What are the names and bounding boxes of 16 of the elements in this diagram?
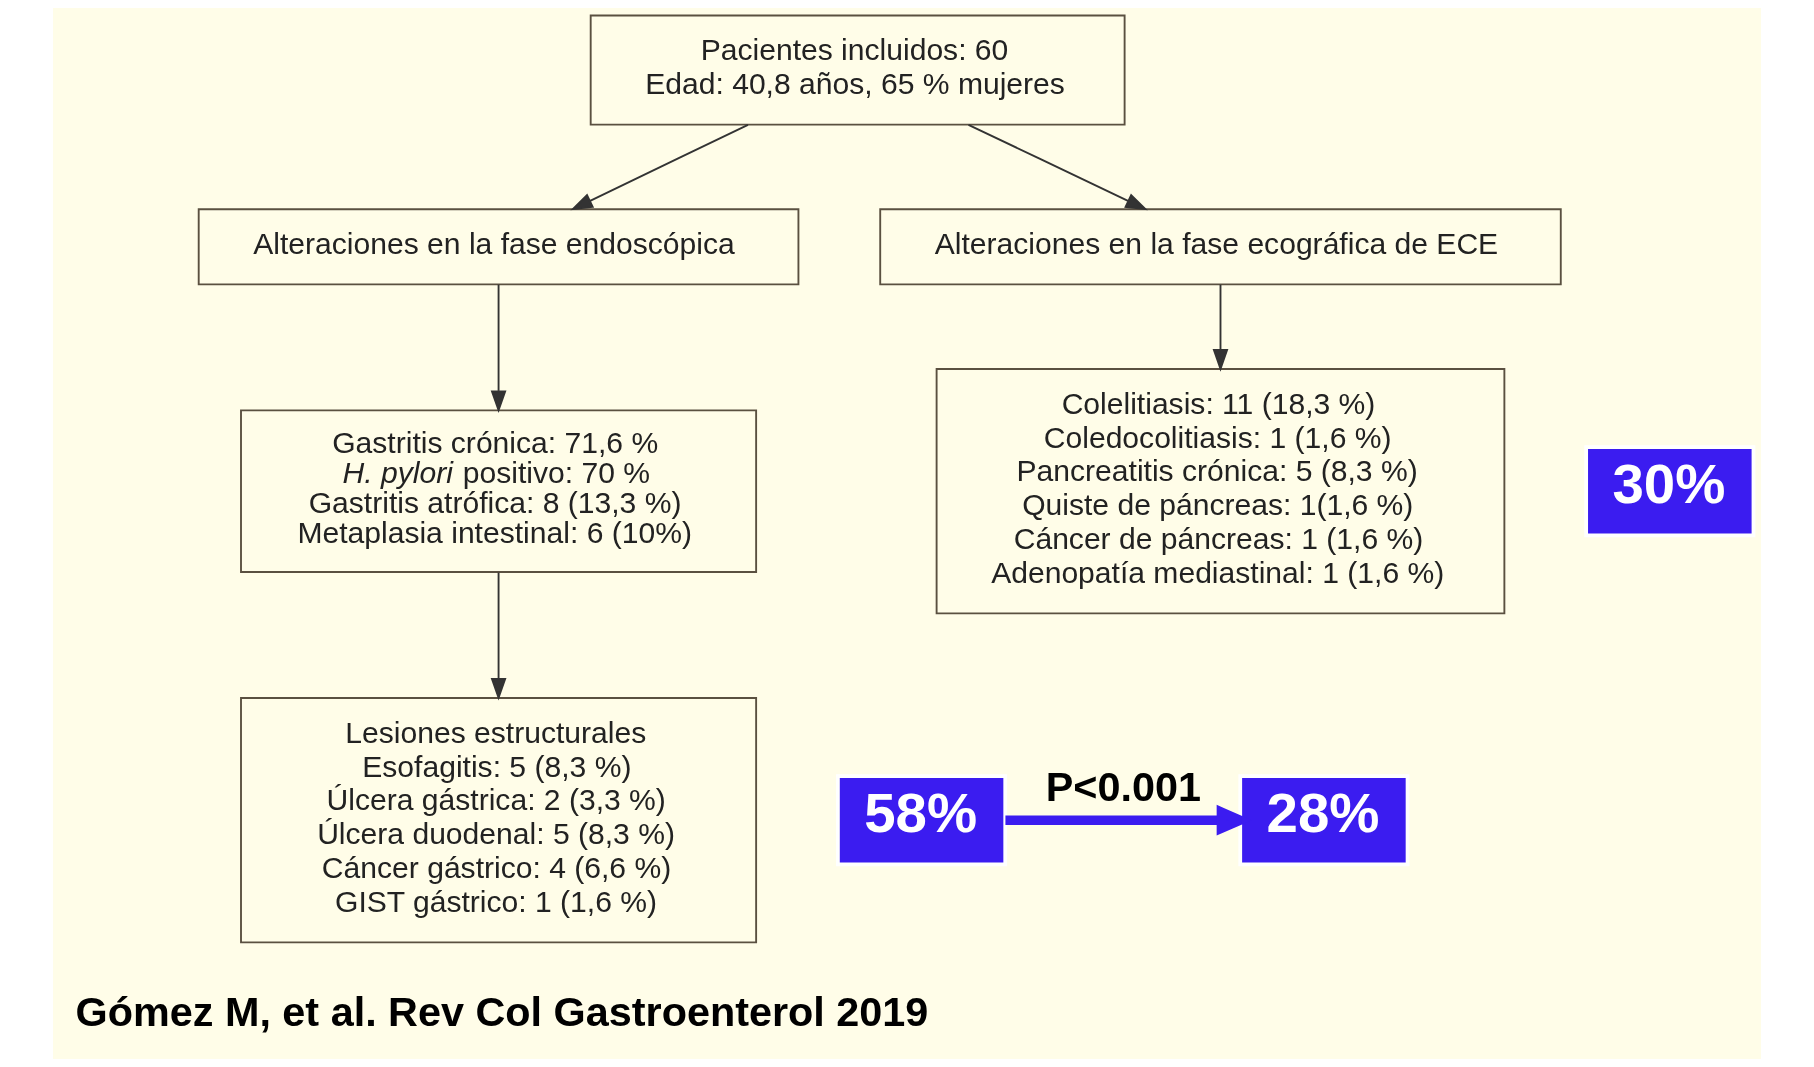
label: Gómez M, et al. Rev Col Gastroenterol 2019 [75, 989, 929, 1036]
arrow [967, 123, 1148, 211]
node-box: 30% [1584, 445, 1756, 538]
node-box: Alteraciones en la fase ecográfica de ECE [879, 208, 1562, 286]
edge-label: P<0.001 [1045, 763, 1201, 810]
node-box: Lesiones estructurales Esofagitis: 5 (8,3 %) Úlcera gástrica: 2 (3,3 %) Úlcera duodenal: 5 (8,3 %) Cáncer gástrico: 4 (6,6 %) GIST gástrico: 1 (1,6 %) [240, 697, 758, 944]
node-box: Alteraciones en la fase endoscópica [197, 208, 800, 286]
node-box: Pacientes incluidos: 60 Edad: 40,8 años, 65 % mujeres [589, 14, 1126, 126]
arrow [490, 283, 507, 413]
arrow [570, 123, 749, 211]
node-box: Colelitiasis: 11 (18,3 %) Coledocolitiasis: 1 (1,6 %) Pancreatitis crónica: 5 (8,3 %) Quiste de páncreas: 1(1,6 %) Cáncer de páncreas: 1 (1,6 %) Adenopatía mediastinal: 1 (1,6 %) [935, 368, 1506, 615]
arrow [1212, 283, 1229, 372]
arrow [490, 571, 507, 701]
node-box: Gastritis crónica: 71,6 % H. pylori positivo: 70 % Gastritis atrófica: 8 (13,3 %) Metaplasia intestinal: 6 (10%) [240, 409, 758, 573]
node-box: 28% [1238, 774, 1410, 867]
node-box: 58% [836, 774, 1008, 867]
